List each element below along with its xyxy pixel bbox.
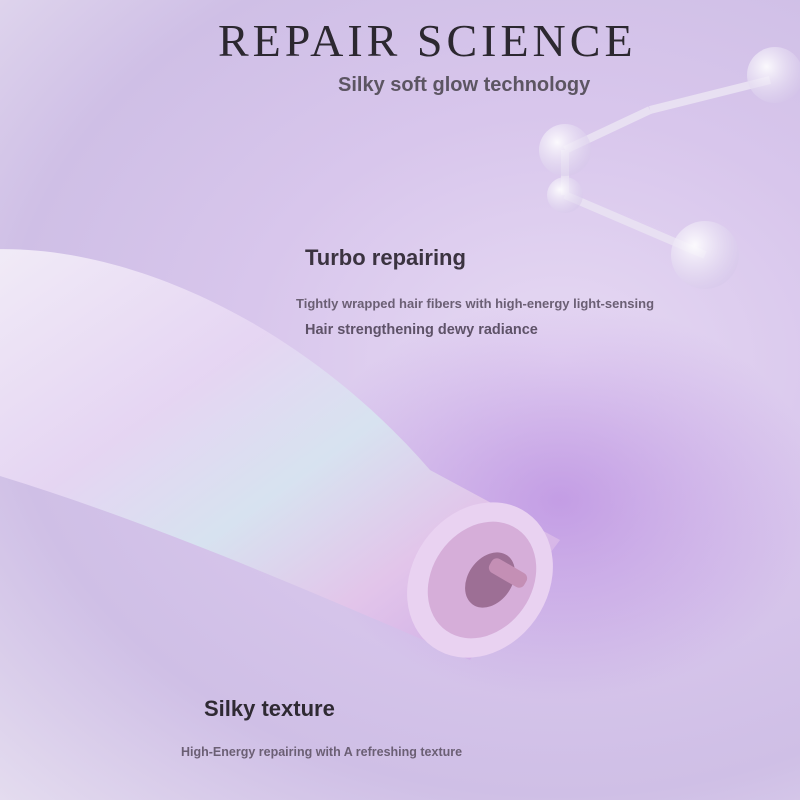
feature-description: Tightly wrapped hair fibers with high-en…	[296, 296, 655, 311]
hair-fiber-tube	[0, 249, 560, 660]
molecule-graphic	[539, 47, 800, 289]
feature-heading-silky-texture: Silky texture	[204, 696, 335, 721]
feature-description: Hair strengthening dewy radiance	[305, 322, 538, 338]
page-title: REPAIR SCIENCE	[218, 15, 637, 66]
feature-description: High-Energy repairing with A refreshing …	[181, 745, 463, 759]
feature-heading-turbo-repairing: Turbo repairing	[305, 245, 466, 270]
page-subtitle: Silky soft glow technology	[338, 74, 591, 96]
